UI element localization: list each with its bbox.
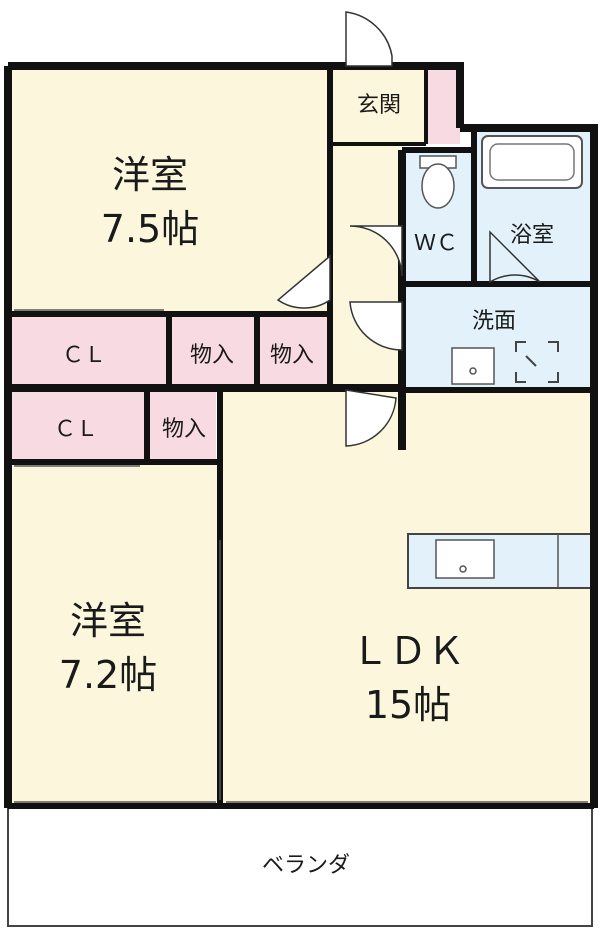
room1-door — [276, 254, 331, 309]
doors — [276, 11, 541, 447]
toilet-icon — [419, 155, 457, 209]
storage-2-label: 物入 — [270, 343, 314, 368]
bathtub — [481, 135, 583, 189]
cl-upper-label: ＣＬ — [62, 343, 106, 368]
ldk-door — [345, 389, 397, 447]
storage-2-area — [260, 316, 328, 386]
washing-machine-icon — [515, 341, 559, 383]
washroom-label: 洗面 — [472, 309, 516, 334]
washroom — [402, 282, 592, 390]
storage-3-area — [150, 392, 216, 462]
bath-door — [489, 230, 541, 284]
hallway — [330, 144, 402, 390]
storage-1-label: 物入 — [190, 343, 234, 368]
storage-3-label: 物入 — [162, 417, 206, 442]
entrance-area — [330, 66, 426, 144]
ldk-size: 15帖 — [365, 683, 451, 727]
bath-label: 浴室 — [510, 223, 554, 248]
western-room-1 — [8, 66, 330, 314]
storage-1-area — [172, 316, 254, 386]
closet-upper — [8, 316, 166, 386]
shoe-cabinet — [426, 66, 460, 144]
kitchen-counter — [407, 533, 593, 589]
western1-size: 7.5帖 — [101, 207, 199, 251]
sliding-door-marks — [14, 309, 588, 803]
western2-name: 洋室 — [70, 599, 146, 643]
walls — [4, 62, 598, 809]
ldk-name: ＬＤＫ — [351, 629, 465, 673]
ldk-room — [222, 390, 592, 806]
western-room-2 — [8, 462, 222, 806]
entrance-label: 玄関 — [357, 93, 401, 118]
western2-size: 7.2帖 — [59, 653, 157, 697]
wc-door — [349, 225, 403, 277]
cl-lower-label: ＣＬ — [54, 417, 98, 442]
entrance-door — [345, 11, 393, 67]
balcony-label: ベランダ — [262, 853, 350, 878]
wash-basin-icon — [451, 347, 495, 385]
western1-name: 洋室 — [112, 153, 188, 197]
closet-lower — [8, 392, 144, 462]
balcony-area — [7, 807, 593, 927]
wc-label: ＷＣ — [414, 231, 458, 256]
wash-door — [349, 301, 403, 351]
